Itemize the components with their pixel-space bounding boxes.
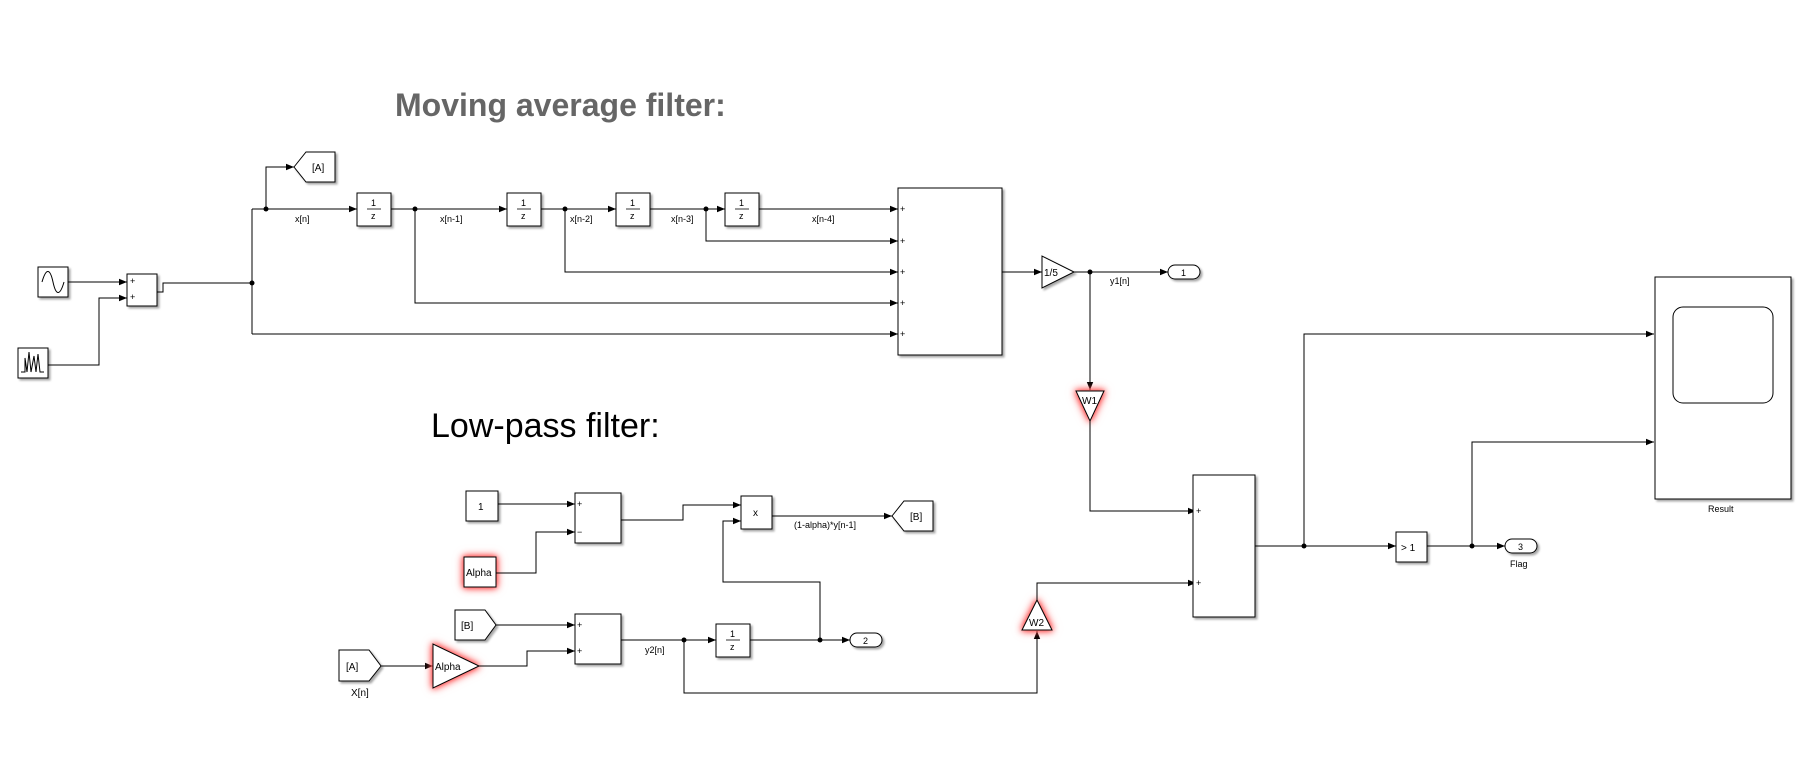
wire-flag-to-scope <box>1471 438 1654 546</box>
lpsum-port-2: + <box>577 646 582 656</box>
constant-one-block[interactable]: 1 <box>465 490 499 522</box>
compare-block[interactable]: > 1 <box>1395 531 1428 563</box>
delay4-den: z <box>739 211 744 221</box>
gain-w2-label: W2 <box>1029 618 1044 629</box>
goto-a-tag[interactable]: [A] <box>293 151 336 183</box>
wire-xn1-to-sum5 <box>414 209 898 307</box>
sum-port-plus-1: + <box>130 276 135 286</box>
gain-w1-label: W1 <box>1082 396 1097 407</box>
wire-noise-to-sum <box>48 294 127 366</box>
constant-alpha-block[interactable]: Alpha <box>463 556 497 588</box>
product-block[interactable]: x <box>740 495 773 530</box>
goto-b-label: [B] <box>910 512 922 523</box>
wire-alpha-to-sub <box>496 528 575 574</box>
gain-one-fifth-label: 1/5 <box>1044 268 1058 279</box>
constant-alpha-label: Alpha <box>466 568 492 579</box>
sum5-port-2: + <box>900 236 905 246</box>
signal-label-Xn: X[n] <box>351 688 369 699</box>
signal-label-feedback: (1-alpha)*y[n-1] <box>794 520 856 530</box>
gain-alpha-label: Alpha <box>435 662 461 673</box>
finalsum-port-2: + <box>1196 578 1201 588</box>
unit-delay-2[interactable]: 1 z <box>506 192 542 227</box>
from-a-label: [A] <box>346 662 358 673</box>
gain-w2[interactable]: W2 <box>1021 598 1053 631</box>
delay3-num: 1 <box>630 198 635 208</box>
outport-2-label: 2 <box>863 636 868 646</box>
wire-alpha-to-sum <box>479 647 575 667</box>
sum-five-block[interactable]: + + + + + <box>897 187 1003 356</box>
low-pass-title: Low-pass filter: <box>431 407 660 445</box>
delay3-den: z <box>630 211 635 221</box>
gain-alpha[interactable]: Alpha <box>432 643 481 689</box>
lowpass-sum-block[interactable]: + + <box>574 613 622 665</box>
sub-port-plus: + <box>577 499 582 509</box>
goto-a-label: [A] <box>312 163 324 174</box>
gain-one-fifth[interactable]: 1/5 <box>1041 255 1076 289</box>
unit-delay-3[interactable]: 1 z <box>615 192 651 227</box>
lpsum-port-1: + <box>577 620 582 630</box>
moving-average-title: Moving average filter: <box>395 87 726 123</box>
signal-label-y1n: y1[n] <box>1110 276 1130 286</box>
subtract-block[interactable]: + − <box>574 492 622 544</box>
unit-delay-lowpass[interactable]: 1 z <box>715 623 751 658</box>
delay2-den: z <box>521 211 526 221</box>
wire-xn2-to-sum5 <box>564 209 898 276</box>
scope-block[interactable] <box>1654 276 1792 500</box>
from-b-tag[interactable]: [B] <box>454 609 497 641</box>
delay4-num: 1 <box>739 198 744 208</box>
outport-2[interactable]: 2 <box>849 632 883 648</box>
outport-1[interactable]: 1 <box>1167 264 1201 280</box>
sum-port-plus-2: + <box>130 292 135 302</box>
wire-sum-out <box>157 282 252 293</box>
wire-xn-to-gotoA <box>265 163 294 209</box>
delay2-num: 1 <box>521 198 526 208</box>
sum5-port-3: + <box>900 267 905 277</box>
from-b-label: [B] <box>461 621 473 632</box>
product-label: x <box>753 508 758 519</box>
sine-wave-block[interactable] <box>37 266 69 298</box>
compare-label: > 1 <box>1401 543 1416 554</box>
outport-1-label: 1 <box>1181 268 1186 278</box>
signal-label-xn3: x[n-3] <box>671 214 694 224</box>
wire-sum-to-scope <box>1303 330 1654 546</box>
wire-sub-to-product <box>621 501 741 521</box>
unit-delay-4[interactable]: 1 z <box>724 192 760 227</box>
wire-w1-to-sum2 <box>1089 421 1196 515</box>
noise-source-block[interactable] <box>17 347 49 379</box>
final-sum-block[interactable]: + + <box>1192 474 1256 618</box>
unit-delay-1[interactable]: 1 z <box>356 192 392 227</box>
input-sum-block[interactable]: + + <box>126 273 158 307</box>
delay1-num: 1 <box>371 198 376 208</box>
signal-label-y2n: y2[n] <box>645 645 665 655</box>
gain-w1[interactable]: W1 <box>1075 390 1105 423</box>
wire-y2-to-w2 <box>683 631 1041 694</box>
sum5-port-4: + <box>900 298 905 308</box>
delay1-den: z <box>371 211 376 221</box>
delaylp-num: 1 <box>730 629 735 639</box>
wire-xn3-to-sum5 <box>705 209 898 245</box>
outport-3-label: 3 <box>1518 542 1523 552</box>
signal-label-xn4: x[n-4] <box>812 214 835 224</box>
sub-port-minus: − <box>577 527 582 537</box>
wire-feedback-to-product <box>722 517 821 640</box>
sum5-port-1: + <box>900 204 905 214</box>
signal-label-xn1: x[n-1] <box>440 214 463 224</box>
signal-label-xn: x[n] <box>295 214 310 224</box>
sum5-port-5: + <box>900 329 905 339</box>
constant-one-label: 1 <box>478 502 484 513</box>
finalsum-port-1: + <box>1196 506 1201 516</box>
goto-b-tag[interactable]: [B] <box>891 500 934 532</box>
wire-w2-to-sum2 <box>1036 579 1196 600</box>
signal-label-flag: Flag <box>1510 559 1528 569</box>
signal-label-xn2: x[n-2] <box>570 214 593 224</box>
from-a-tag[interactable]: [A] <box>338 649 382 682</box>
junction-input <box>249 280 255 286</box>
outport-3[interactable]: 3 <box>1504 538 1538 554</box>
delaylp-den: z <box>730 642 735 652</box>
scope-label: Result <box>1708 504 1734 514</box>
